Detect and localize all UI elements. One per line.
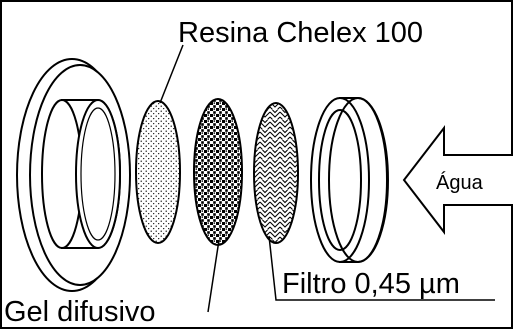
gel-label: Gel difusivo	[4, 296, 156, 328]
filter-label: Filtro 0,45 µm	[282, 268, 460, 300]
base-cap	[17, 59, 130, 291]
resin-label: Resina Chelex 100	[178, 17, 423, 49]
water-label: Água	[436, 171, 484, 194]
retaining-ring	[311, 98, 388, 262]
